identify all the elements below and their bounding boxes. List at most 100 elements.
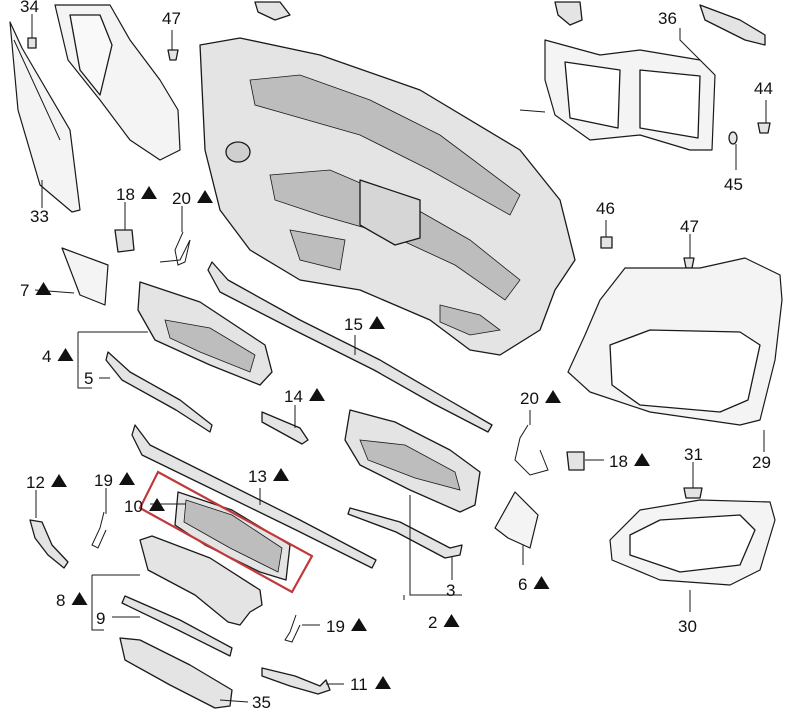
callout-p14: 14 (284, 387, 325, 406)
part-5-trim-strip (105, 351, 213, 433)
part-47-bolt-top (167, 49, 179, 61)
callout-p18a: 18 (116, 185, 157, 204)
warning-triangle-icon (273, 468, 289, 481)
part-3-trim-strip (347, 507, 463, 559)
part-2-lower-grille-right (344, 409, 481, 513)
highlight-box (138, 470, 314, 594)
warning-triangle-icon (71, 592, 88, 605)
part-29-corner-bumper (567, 257, 783, 426)
callout-number: 44 (754, 79, 773, 98)
callout-number: 30 (678, 617, 697, 636)
warning-triangle-icon (351, 618, 367, 631)
warning-triangle-icon (443, 614, 460, 627)
callout-p13: 13 (248, 467, 289, 486)
callout-number: 10 (124, 497, 143, 516)
warning-triangle-icon (51, 474, 67, 487)
warning-triangle-icon (545, 390, 561, 403)
callout-p47a: 47 (162, 9, 181, 28)
warning-triangle-icon (369, 316, 385, 329)
leader-lines (31, 14, 767, 703)
callout-number: 8 (56, 591, 65, 610)
callout-p8: 8 (56, 591, 88, 610)
callout-number: 20 (520, 389, 539, 408)
part-35-bottom-strip (119, 637, 233, 709)
callout-p34: 34 (20, 0, 39, 16)
warning-triangle-icon (57, 348, 74, 361)
callout-p44: 44 (754, 79, 773, 98)
warning-triangle-icon (634, 453, 650, 466)
part-18-mount-lower (566, 451, 585, 471)
callout-p11: 11 (350, 675, 391, 694)
part-main-grille (199, 37, 576, 356)
warning-triangle-icon (375, 676, 391, 689)
part-31-clip (683, 487, 703, 499)
callout-p45: 45 (724, 175, 743, 194)
callout-number: 35 (252, 693, 271, 712)
callout-p19a: 19 (94, 471, 135, 490)
part-36-mounting-frame (519, 1, 766, 151)
warning-triangle-icon (309, 388, 325, 401)
callout-number: 47 (162, 9, 181, 28)
part-6-cover (494, 491, 539, 549)
part-7-bracket (61, 247, 109, 306)
callout-p3: 3 (446, 581, 455, 600)
callout-number: 46 (596, 199, 615, 218)
callout-p10: 10 (124, 497, 165, 516)
callout-p20a: 20 (172, 189, 213, 208)
warning-triangle-icon (533, 576, 550, 589)
callout-p47b: 47 (680, 217, 699, 236)
callout-number: 31 (684, 445, 703, 464)
callout-number: 19 (94, 471, 113, 490)
part-45-washer (728, 131, 738, 145)
callout-p5: 5 (84, 369, 93, 388)
callout-number: 20 (172, 189, 191, 208)
callout-p20b: 20 (520, 389, 561, 408)
warning-triangle-icon (149, 498, 165, 511)
part-15-long-strip (207, 261, 493, 433)
part-11-strip (261, 667, 331, 695)
part-13-long-strip (131, 424, 377, 569)
part-34-clip (27, 37, 37, 49)
callout-number: 18 (609, 452, 628, 471)
part-44-bolt (757, 122, 771, 134)
callout-p19b: 19 (326, 617, 367, 636)
callout-number: 29 (752, 453, 771, 472)
warning-triangle-icon (197, 190, 213, 203)
callout-p2: 2 (428, 613, 460, 632)
callout-number: 18 (116, 185, 135, 204)
part-8-lower-bracket (139, 535, 263, 626)
callout-p30: 30 (678, 617, 697, 636)
callout-p46: 46 (596, 199, 615, 218)
callout-number: 9 (96, 609, 105, 628)
warning-triangle-icon (119, 472, 135, 485)
callout-p29: 29 (752, 453, 771, 472)
callout-number: 11 (350, 675, 368, 694)
part-19-clip-upper (91, 511, 107, 549)
part-4-lower-grille-left (137, 281, 273, 386)
callout-p35: 35 (252, 693, 271, 712)
callout-p33: 33 (30, 207, 49, 226)
warning-triangle-icon (141, 186, 157, 199)
part-14-small-strip (261, 411, 309, 445)
part-bracket-top-center (254, 1, 291, 21)
part-9-strip (121, 595, 233, 657)
callout-p7: 7 (20, 281, 52, 300)
callout-p31: 31 (684, 445, 703, 464)
callout-p18b: 18 (609, 452, 650, 471)
callout-p15: 15 (344, 315, 385, 334)
part-20-cable-upper (159, 231, 191, 266)
callout-p12: 12 (26, 473, 67, 492)
callout-p4: 4 (42, 347, 74, 366)
callout-number: 34 (20, 0, 39, 16)
part-33-side-panel (9, 21, 81, 213)
callout-number: 47 (680, 217, 699, 236)
callout-p9: 9 (96, 609, 105, 628)
callout-number: 7 (20, 281, 29, 300)
callout-number: 36 (658, 9, 677, 28)
part-10-mesh-insert (174, 491, 291, 581)
callout-number: 15 (344, 315, 363, 334)
callout-number: 12 (26, 473, 45, 492)
